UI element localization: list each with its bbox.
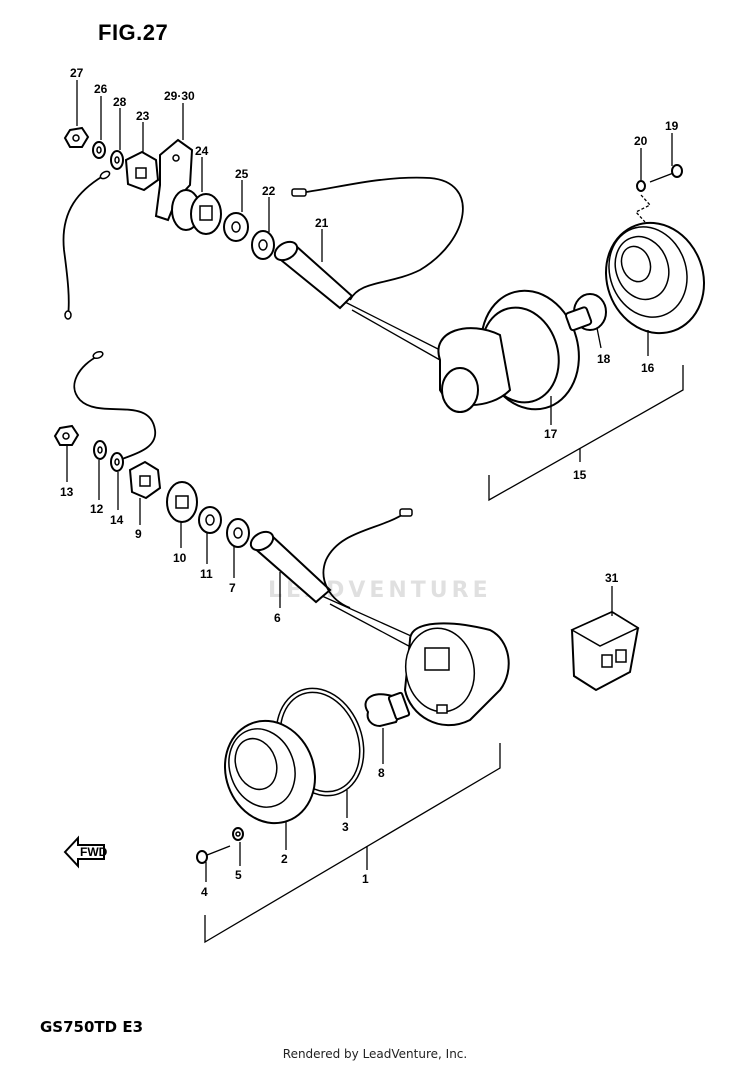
part-9-stay-nut bbox=[128, 460, 162, 500]
wire-terminal-upper bbox=[99, 170, 111, 180]
callout-5: 5 bbox=[235, 868, 242, 882]
wire-connector-lower bbox=[399, 508, 413, 517]
part-6-stem bbox=[249, 530, 421, 653]
leader-lines bbox=[66, 80, 673, 882]
part-19-screw bbox=[649, 164, 683, 183]
wire-lead-lower bbox=[73, 355, 156, 461]
wire-lower-lamp bbox=[322, 512, 406, 609]
callout-14: 14 bbox=[110, 513, 124, 527]
assembly-bracket-15 bbox=[488, 365, 684, 502]
wire-terminal-lower bbox=[92, 350, 104, 360]
part-8-bulb-front bbox=[364, 691, 411, 728]
wire-lead-upper bbox=[62, 175, 104, 317]
assembly-bracket-1 bbox=[204, 743, 501, 944]
callout-16: 16 bbox=[641, 361, 655, 375]
part-2-lens-front bbox=[223, 719, 317, 825]
figure-title: FIG.27 bbox=[98, 20, 169, 45]
callout-6: 6 bbox=[274, 611, 281, 625]
wire-upper-lamp bbox=[297, 176, 464, 301]
part-12-washer bbox=[93, 440, 107, 460]
assembly-dash-19 bbox=[634, 194, 652, 223]
callout-8: 8 bbox=[378, 766, 385, 780]
part-27-nut bbox=[63, 126, 90, 148]
callout-21: 21 bbox=[315, 216, 329, 230]
part-28-washer bbox=[110, 150, 124, 170]
fwd-arrow: FWD bbox=[63, 835, 108, 869]
callout-15: 15 bbox=[573, 468, 587, 482]
callout-27: 27 bbox=[70, 66, 84, 80]
model-code: GS750TD E3 bbox=[40, 1018, 144, 1036]
callout-11: 11 bbox=[200, 567, 213, 581]
fwd-label: FWD bbox=[80, 845, 108, 859]
part-18-bulb-rear bbox=[565, 293, 607, 332]
callout-31: 31 bbox=[605, 571, 619, 585]
callout-25: 25 bbox=[235, 167, 249, 181]
part-11-washer bbox=[198, 506, 222, 534]
part-25-washer bbox=[223, 212, 249, 242]
callout-7: 7 bbox=[229, 581, 236, 595]
part-22-plate bbox=[251, 230, 275, 260]
part-16-lens-rear bbox=[604, 221, 706, 335]
callout-10: 10 bbox=[173, 551, 187, 565]
part-4-screw bbox=[196, 845, 231, 864]
part-7-plate bbox=[226, 518, 250, 548]
part-26-washer bbox=[92, 141, 106, 159]
callout-28: 28 bbox=[113, 95, 127, 109]
part-17-lamp-housing-rear bbox=[437, 289, 580, 413]
part-20-washer bbox=[636, 180, 646, 192]
wire-terminal-lower-end bbox=[64, 310, 72, 320]
part-31-flasher-relay bbox=[570, 610, 640, 692]
lamp-housing-front bbox=[403, 622, 510, 727]
callout-29-30: 29·30 bbox=[164, 89, 195, 103]
callout-4: 4 bbox=[201, 885, 208, 899]
part-23-stay-nut bbox=[124, 150, 160, 192]
part-5-washer bbox=[232, 827, 244, 841]
callout-17: 17 bbox=[544, 427, 558, 441]
callout-labels: 27 26 28 23 29·30 24 25 22 21 20 19 16 1… bbox=[60, 66, 679, 899]
part-10-cushion bbox=[166, 481, 198, 523]
wire-connector-upper bbox=[291, 188, 307, 197]
callout-20: 20 bbox=[634, 134, 648, 148]
callout-1: 1 bbox=[362, 872, 369, 886]
callout-2: 2 bbox=[281, 852, 288, 866]
callout-26: 26 bbox=[94, 82, 108, 96]
footer-credit: Rendered by LeadVenture, Inc. bbox=[282, 1047, 468, 1061]
callout-13: 13 bbox=[60, 485, 74, 499]
callout-12: 12 bbox=[90, 502, 104, 516]
part-24-cushion bbox=[171, 189, 222, 235]
callout-18: 18 bbox=[597, 352, 611, 366]
callout-19: 19 bbox=[665, 119, 679, 133]
callout-9: 9 bbox=[135, 527, 142, 541]
part-14-washer bbox=[110, 452, 124, 472]
callout-24: 24 bbox=[195, 144, 209, 158]
callout-3: 3 bbox=[342, 820, 349, 834]
callout-23: 23 bbox=[136, 109, 150, 123]
callout-22: 22 bbox=[262, 184, 276, 198]
part-21-stem bbox=[273, 240, 441, 361]
part-13-nut bbox=[53, 424, 80, 446]
